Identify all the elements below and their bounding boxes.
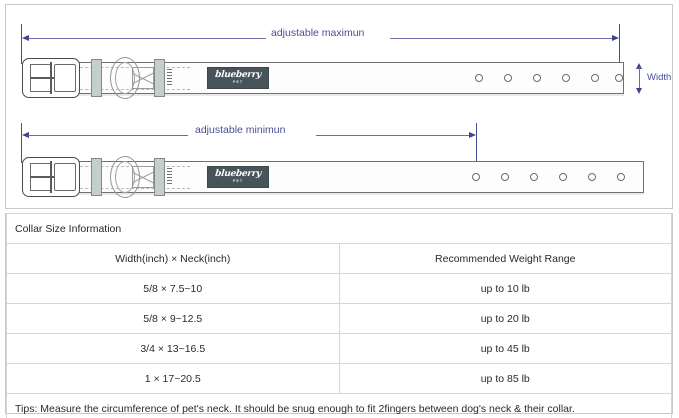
tips-text: Tips: Measure the circumference of pet's…: [6, 393, 672, 418]
bottom-logo-patch: blueberry PET: [207, 166, 269, 188]
width-arrow-down: [636, 88, 642, 94]
bottom-hole-2: [501, 173, 509, 181]
bottom-hole-3: [530, 173, 538, 181]
top-hole-3: [533, 74, 541, 82]
bottom-dim-arrow-right: [469, 132, 476, 138]
table-row: 1 × 17~20.5 up to 85 lb: [6, 363, 672, 394]
top-logo-patch: blueberry PET: [207, 67, 269, 89]
bottom-dim-label: adjustable minimun: [195, 124, 286, 136]
top-strap-shadow: [70, 94, 624, 96]
top-dim-arrow-right: [612, 35, 619, 41]
bottom-logo-name: blueberry: [214, 169, 262, 179]
column-header-size: Width(inch) × Neck(inch): [6, 243, 340, 274]
cell-size: 1 × 17~20.5: [6, 363, 340, 394]
bottom-dim-line-right: [316, 135, 471, 136]
cell-weight: up to 45 lb: [338, 333, 672, 364]
table-title-row: Collar Size Information: [6, 213, 672, 244]
bottom-logo-sub: PET: [232, 179, 244, 183]
collar-size-table-wrap: Collar Size Information Width(inch) × Ne…: [5, 213, 673, 418]
bottom-buckle-inner-right: [54, 163, 76, 191]
cell-weight: up to 85 lb: [338, 363, 672, 394]
width-arrow-up: [636, 63, 642, 69]
top-buckle-tongue: [30, 77, 54, 79]
top-x-stitch-box: [132, 67, 154, 89]
width-label: Width: [647, 72, 672, 83]
table-row: 5/8 × 7.5~10 up to 10 lb: [6, 273, 672, 304]
bottom-hole-1: [472, 173, 480, 181]
bottom-x-stitch-box: [132, 166, 154, 188]
top-dim-line-right: [390, 38, 614, 39]
bottom-hole-6: [617, 173, 625, 181]
bottom-strap-shadow: [70, 193, 644, 195]
table-tips-row: Tips: Measure the circumference of pet's…: [6, 393, 672, 418]
top-hole-6: [615, 74, 623, 82]
top-dim-arrow-left: [22, 35, 29, 41]
top-hole-1: [475, 74, 483, 82]
cell-size: 5/8 × 9~12.5: [6, 303, 340, 334]
bottom-strap-ribbing: [167, 168, 172, 186]
column-header-weight: Recommended Weight Range: [338, 243, 672, 274]
bottom-dim-line-left: [28, 135, 188, 136]
top-logo-name: blueberry: [214, 70, 262, 80]
top-dim-label: adjustable maximun: [271, 27, 365, 39]
bottom-keeper-loop-2: [154, 158, 165, 196]
cell-weight: up to 20 lb: [338, 303, 672, 334]
cell-weight: up to 10 lb: [338, 273, 672, 304]
top-buckle-inner-right: [54, 64, 76, 92]
top-dim-line-left: [28, 38, 266, 39]
top-hole-4: [562, 74, 570, 82]
top-keeper-loop-1: [91, 59, 102, 97]
collar-size-table: Collar Size Information Width(inch) × Ne…: [6, 213, 672, 418]
top-dim-ext-right: [619, 24, 620, 66]
table-row: 5/8 × 9~12.5 up to 20 lb: [6, 303, 672, 334]
bottom-hole-5: [588, 173, 596, 181]
bottom-keeper-loop-1: [91, 158, 102, 196]
cell-size: 3/4 × 13~16.5: [6, 333, 340, 364]
bottom-hole-4: [559, 173, 567, 181]
bottom-dim-ext-right: [476, 123, 477, 185]
top-hole-5: [591, 74, 599, 82]
top-dim-ext-left: [21, 24, 22, 64]
cell-size: 5/8 × 7.5~10: [6, 273, 340, 304]
table-row: 3/4 × 13~16.5 up to 45 lb: [6, 333, 672, 364]
table-title: Collar Size Information: [6, 213, 672, 244]
top-hole-2: [504, 74, 512, 82]
top-logo-sub: PET: [232, 80, 244, 84]
bottom-dim-arrow-left: [22, 132, 29, 138]
width-dim-line: [639, 67, 640, 89]
bottom-buckle-tongue: [30, 176, 54, 178]
bottom-dim-ext-left: [21, 123, 22, 163]
table-header-row: Width(inch) × Neck(inch) Recommended Wei…: [6, 243, 672, 274]
top-strap-ribbing: [167, 69, 172, 87]
top-keeper-loop-2: [154, 59, 165, 97]
diagram-panel: adjustable maximun: [5, 4, 673, 209]
